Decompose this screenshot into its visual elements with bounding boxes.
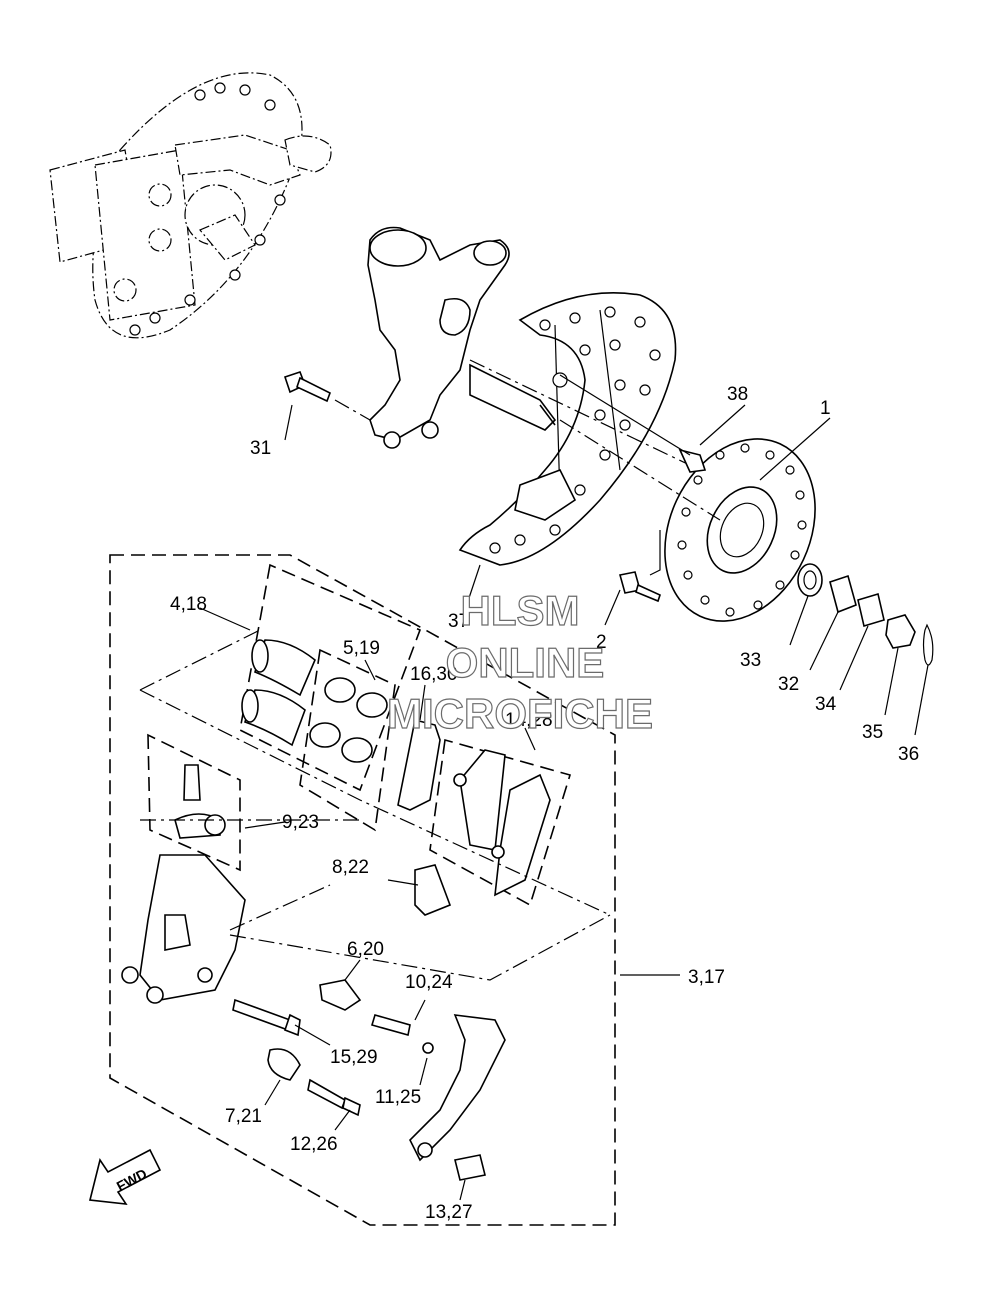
label-4-18: 4,18 xyxy=(170,594,207,615)
caliper-hardware xyxy=(232,979,506,1181)
label-1: 1 xyxy=(820,398,831,419)
label-31: 31 xyxy=(250,438,271,459)
label-35: 35 xyxy=(862,722,883,743)
brake-pads xyxy=(429,738,572,907)
watermark-line-1: HLSM xyxy=(461,587,580,634)
assembly-line-c xyxy=(229,884,331,931)
assembly-line-a xyxy=(139,629,261,691)
bolt-31 xyxy=(283,370,371,421)
label-37: 37 xyxy=(448,611,469,632)
axle-line xyxy=(559,419,721,521)
watermark-line-3: MICROFICHE xyxy=(387,690,653,737)
pistons xyxy=(239,563,422,792)
seals xyxy=(299,648,396,832)
hub-parts xyxy=(797,563,934,666)
assembled-view-ghost xyxy=(49,72,332,339)
bolt-2 xyxy=(618,530,661,603)
label-15-29: 15,29 xyxy=(330,1047,378,1068)
assembly-line-b xyxy=(139,689,611,916)
assembly-line-d xyxy=(229,914,611,981)
label-11-25: 11,25 xyxy=(375,1087,421,1108)
label-13-27: 13,27 xyxy=(425,1202,473,1223)
label-6-20: 6,20 xyxy=(347,939,384,960)
fwd-arrow: FWD xyxy=(89,1148,162,1205)
watermark-line-2: ONLINE xyxy=(446,639,605,686)
label-36: 36 xyxy=(898,744,919,765)
watermark: HLSM ONLINE MICROFICHE xyxy=(386,586,653,737)
label-2: 2 xyxy=(596,632,607,653)
leader-lines xyxy=(199,404,929,1201)
label-9-23: 9,23 xyxy=(282,812,319,833)
label-5-19: 5,19 xyxy=(343,638,380,659)
label-34: 34 xyxy=(815,694,837,715)
label-3-17: 3,17 xyxy=(688,967,725,988)
label-7-21: 7,21 xyxy=(225,1106,262,1127)
steering-knuckle xyxy=(367,226,557,449)
brake-disc xyxy=(664,438,816,622)
axle-line-2 xyxy=(469,359,701,471)
label-33: 33 xyxy=(740,650,761,671)
bleed-screw xyxy=(147,733,241,872)
label-38: 38 xyxy=(727,384,748,405)
label-16-30: 16,30 xyxy=(410,664,458,685)
pad-spring xyxy=(414,864,452,916)
disc-guard xyxy=(458,292,677,566)
label-32: 32 xyxy=(778,674,799,695)
caliper-kit-box xyxy=(109,554,616,1226)
label-10-24: 10,24 xyxy=(405,972,453,993)
label-14-28: 14,28 xyxy=(505,710,553,731)
screw-38 xyxy=(559,374,707,473)
part-labels: 1 2 3,17 4,18 5,19 6,20 7,21 8,22 9,23 1… xyxy=(170,384,919,1223)
label-8-22: 8,22 xyxy=(332,857,369,878)
label-12-26: 12,26 xyxy=(290,1134,338,1155)
pad-shim xyxy=(397,719,441,811)
caliper-body xyxy=(121,854,246,1004)
